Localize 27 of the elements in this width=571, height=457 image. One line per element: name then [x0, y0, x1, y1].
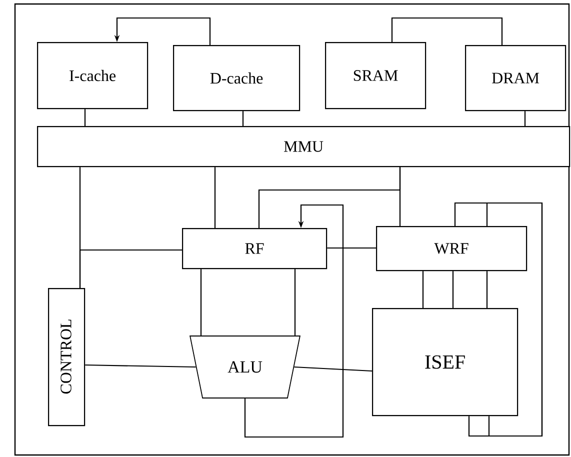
connector	[244, 204, 344, 438]
connector	[79, 249, 182, 288]
connector	[294, 366, 372, 372]
connector	[327, 247, 376, 249]
connector	[85, 364, 196, 368]
memory-box: DRAM	[465, 45, 566, 112]
connector	[486, 271, 488, 308]
connector	[294, 269, 296, 336]
alu-trapezoid: ALU	[190, 336, 300, 398]
connector	[242, 111, 244, 126]
mmu-bar: MMU	[37, 126, 570, 168]
connector	[84, 109, 86, 126]
connector	[524, 111, 526, 126]
connector	[452, 271, 454, 308]
cache-box: I-cache	[37, 42, 148, 110]
cache-box: D-cache	[173, 45, 300, 112]
control-box: CONTROL	[48, 288, 86, 426]
register-file-box: RF	[182, 228, 328, 270]
connector	[486, 202, 543, 437]
isef-box: ISEF	[372, 308, 518, 416]
connector	[422, 271, 424, 308]
connector	[391, 17, 503, 45]
memory-box: SRAM	[325, 42, 426, 110]
connector	[214, 167, 216, 228]
connector	[200, 269, 202, 336]
register-file-box: WRF	[376, 226, 528, 272]
connector	[258, 167, 401, 228]
